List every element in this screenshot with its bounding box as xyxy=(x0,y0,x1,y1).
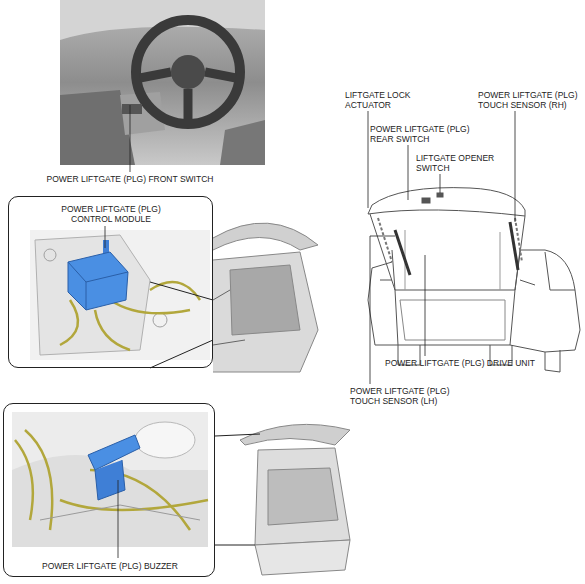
inset-frame: POWER LIFTGATE (PLG) BUZZER xyxy=(3,403,215,577)
part-label: POWER LIFTGATE (PLG) BUZZER xyxy=(20,561,200,571)
part-label: POWER LIFTGATE (PLG) DRIVE UNIT xyxy=(385,358,575,368)
vehicle-open-liftgate xyxy=(215,424,350,575)
leader-lines xyxy=(105,105,515,558)
part-label: LIFTGATE OPENER SWITCH xyxy=(416,153,511,173)
buzzer-inset xyxy=(12,412,208,547)
dashboard-photo xyxy=(60,0,265,165)
vehicle-line-art xyxy=(368,188,580,372)
part-label: LIFTGATE LOCK ACTUATOR xyxy=(345,90,445,110)
vehicle-rear-view xyxy=(150,223,318,372)
control-module-inset xyxy=(30,230,210,360)
part-label: POWER LIFTGATE (PLG) REAR SWITCH xyxy=(370,124,482,144)
part-label: POWER LIFTGATE (PLG) CONTROL MODULE xyxy=(55,204,167,224)
inset-frame: POWER LIFTGATE (PLG) CONTROL MODULE xyxy=(8,196,213,368)
part-label: POWER LIFTGATE (PLG) FRONT SWITCH xyxy=(40,174,220,184)
part-label: POWER LIFTGATE (PLG) TOUCH SENSOR (LH) xyxy=(350,386,462,406)
part-label: POWER LIFTGATE (PLG) TOUCH SENSOR (RH) xyxy=(478,90,584,110)
